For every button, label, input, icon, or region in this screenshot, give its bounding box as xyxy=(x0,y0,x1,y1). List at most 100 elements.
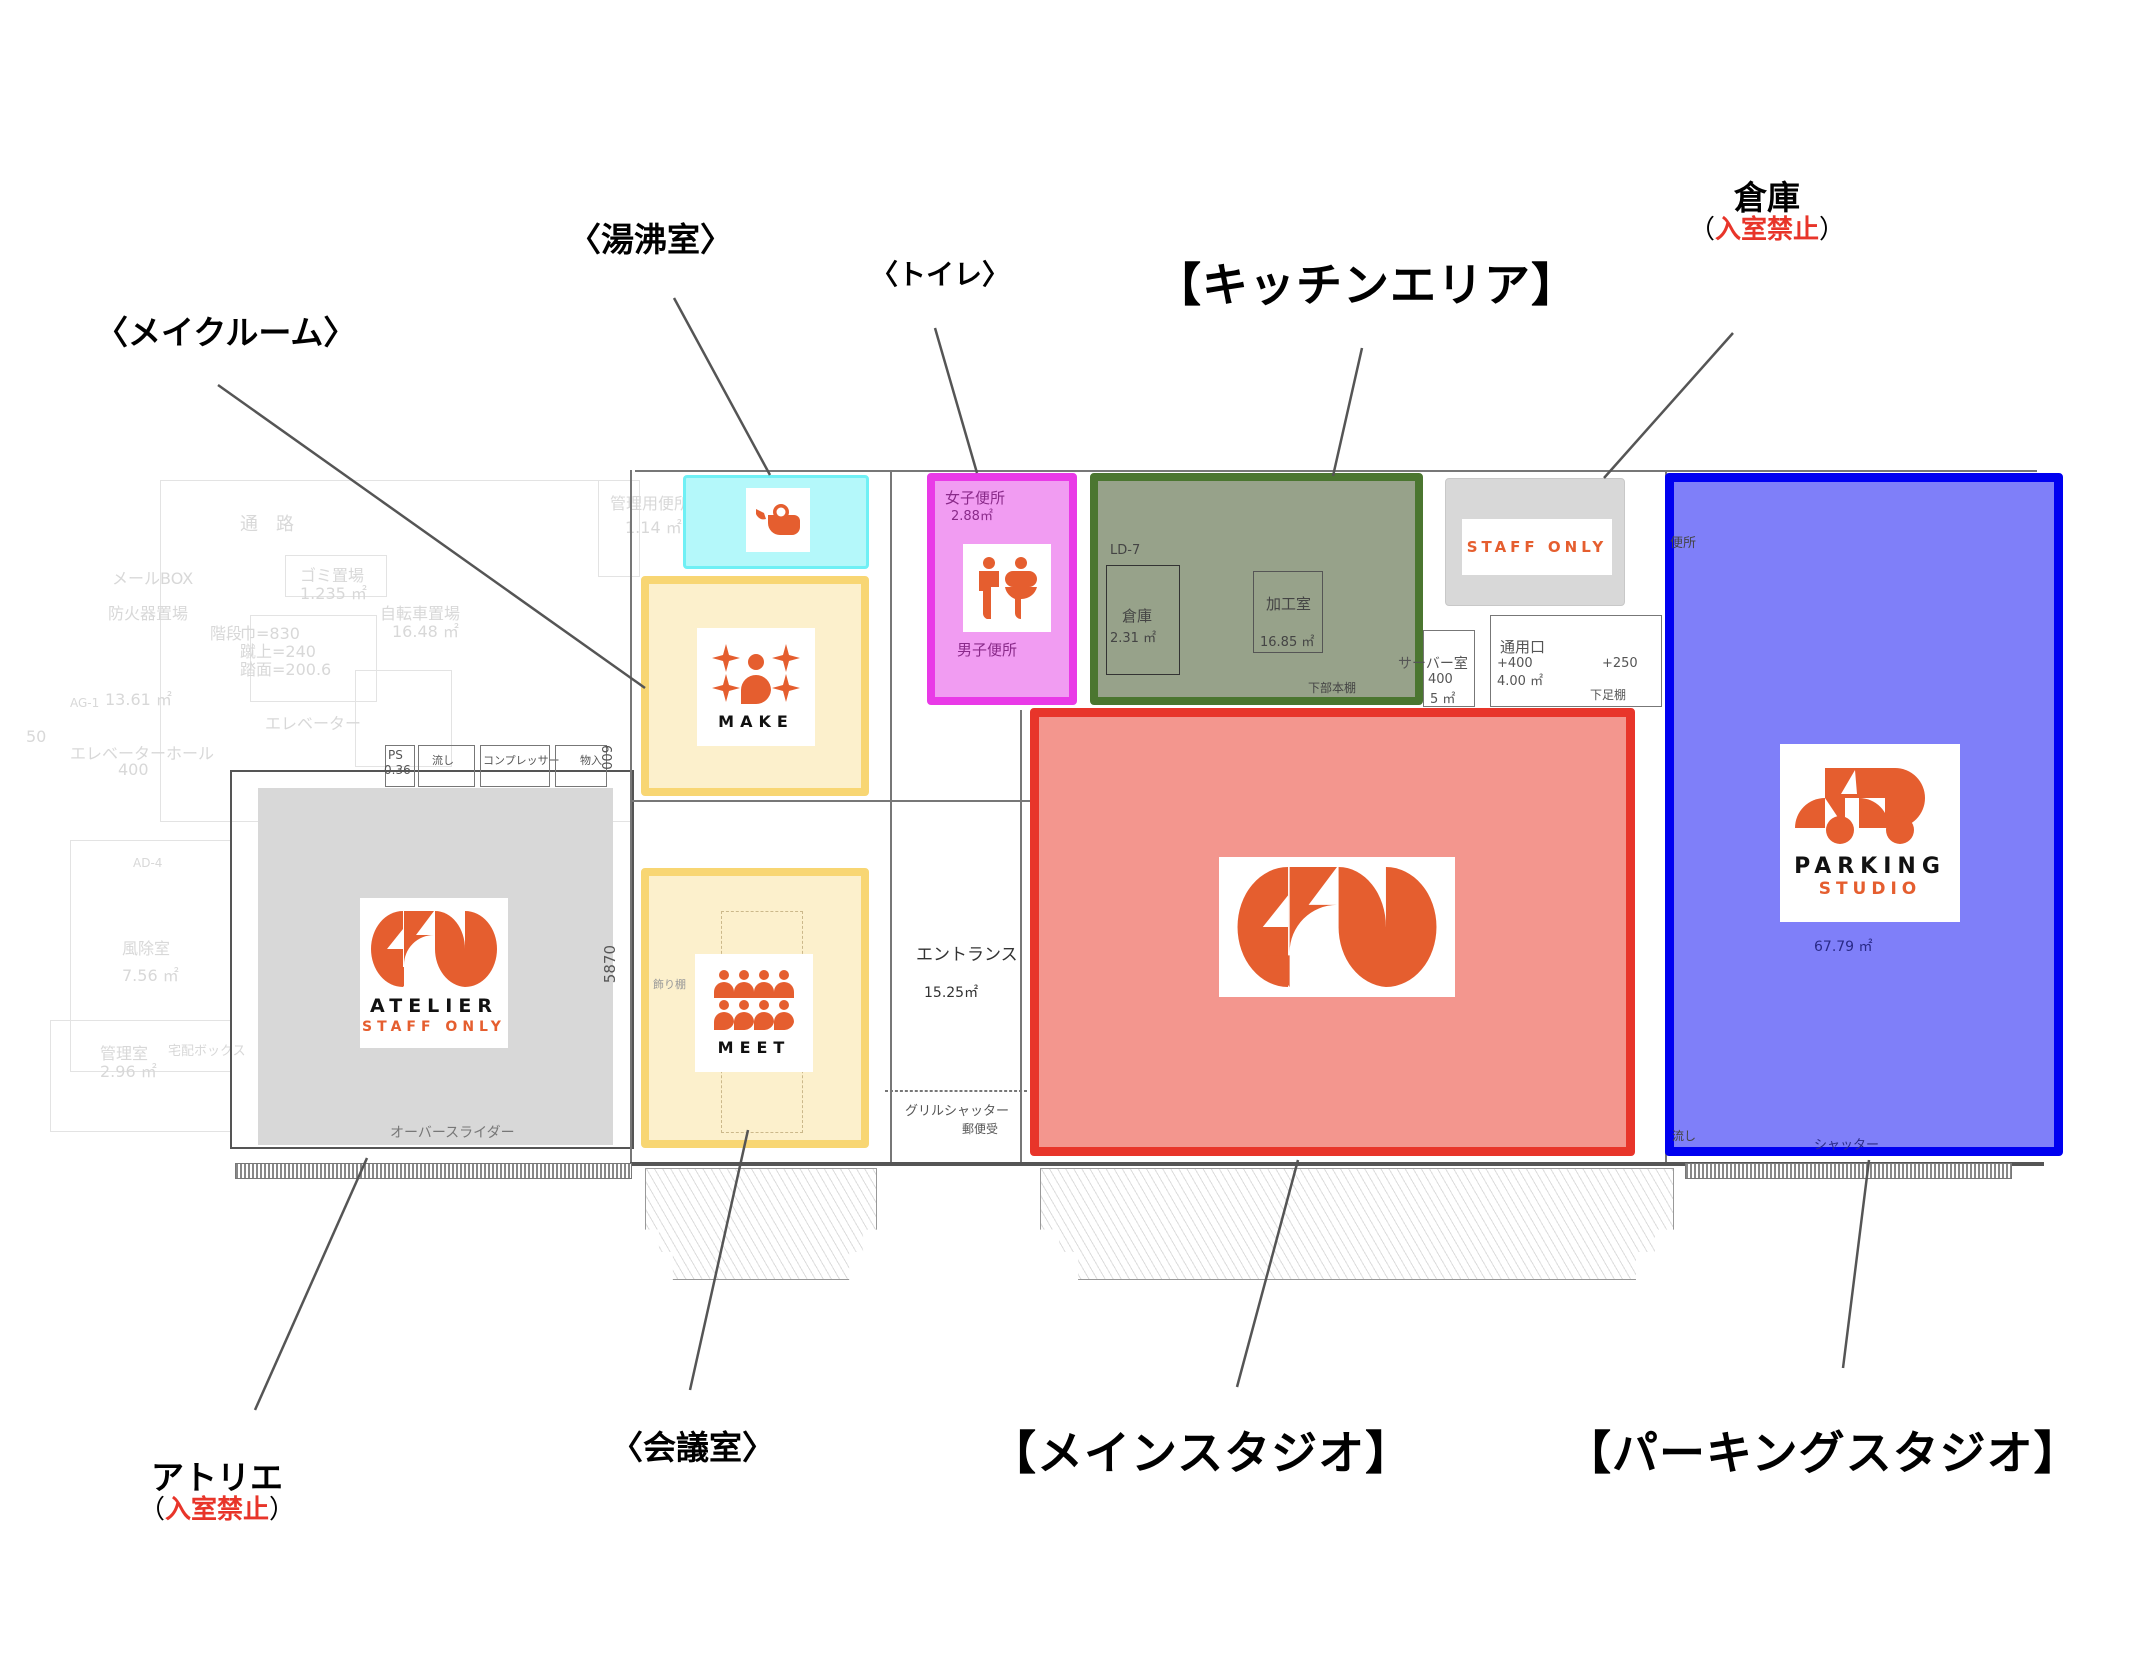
room-tea[interactable] xyxy=(683,475,869,569)
room-kitchen[interactable]: LD-7 倉庫 2.31 ㎡ 加工室 16.85 ㎡ 下部本棚 xyxy=(1090,473,1423,705)
callout-make-room: 〈メイクルーム〉 xyxy=(95,313,357,352)
restroom-card xyxy=(963,544,1051,632)
room-toilet[interactable]: 女子便所 2.88㎡ 男子便所 xyxy=(927,473,1077,705)
callout-atelier-label: アトリエ xyxy=(151,1458,283,1497)
callout-storage: 倉庫 （入室禁止） xyxy=(1672,178,1862,246)
bicycle-area: 16.48 ㎡ xyxy=(392,622,459,641)
atelier-slider-label: オーバースライダー xyxy=(390,1125,515,1141)
elevator-hall-value: 400 xyxy=(118,760,149,779)
kfu-logo-icon xyxy=(371,911,497,987)
bicycle-label: 自転車置場 xyxy=(380,604,461,623)
callout-tea-room: 〈湯沸室〉 xyxy=(568,220,733,259)
parking-card-subtitle: STUDIO xyxy=(1818,878,1922,899)
parking-car-icon xyxy=(1795,767,1925,844)
staff-only-card: STAFF ONLY xyxy=(1462,519,1612,575)
wind-room-label: 風除室 xyxy=(122,939,171,958)
stairs-riser: 蹴上=240 xyxy=(240,642,316,661)
callout-main-studio: 【メインスタジオ】 xyxy=(990,1426,1413,1480)
make-card: MAKE xyxy=(697,628,815,746)
mailbox-label: 郵便受 xyxy=(962,1122,999,1136)
shoe-rack-label: 下足棚 xyxy=(1590,688,1627,702)
side-dimension: 50 xyxy=(26,727,47,746)
ps-value: 0.36 xyxy=(384,763,411,777)
processing-room-label: 加工室 xyxy=(1266,595,1312,613)
main-studio-card xyxy=(1219,857,1455,997)
tea-room-card xyxy=(746,488,810,552)
callout-kitchen-area: 【キッチンエリア】 xyxy=(1155,258,1578,312)
meet-card: MEET xyxy=(695,954,813,1072)
restroom-icon xyxy=(979,557,1037,619)
staff-only-text: STAFF ONLY xyxy=(1466,538,1608,556)
kitchen-shelf-label: 下部本棚 xyxy=(1308,681,1357,695)
callout-parking-studio: 【パーキングスタジオ】 xyxy=(1565,1426,2081,1480)
ag-code: AG-1 xyxy=(70,696,100,710)
kitchen-door-code: LD-7 xyxy=(1110,543,1141,558)
grille-shutter-label: グリルシャッター xyxy=(905,1104,1010,1119)
room-atelier[interactable]: ATELIER STAFF ONLY オーバースライダー xyxy=(258,788,613,1145)
entrance-area: 15.25㎡ xyxy=(924,985,979,1001)
compressor-label: コンプレッサー xyxy=(483,754,560,767)
passage-label: 通 路 xyxy=(240,514,294,535)
service-entrance-label: 通用口 xyxy=(1500,638,1546,656)
delivery-box-label: 宅配ボックス xyxy=(168,1044,246,1059)
kfu-logo-icon xyxy=(1237,867,1437,987)
server-room-label: サーバー室 xyxy=(1398,656,1468,672)
storage-closet-label: 物入 xyxy=(580,754,602,767)
stairs-width: 巾=830 xyxy=(240,624,300,643)
hall-area: 13.61 ㎡ xyxy=(105,690,172,709)
room-make[interactable]: MAKE xyxy=(641,576,869,796)
wind-room-area: 7.56 ㎡ xyxy=(122,966,179,985)
mgmt-room-label: 管理室 xyxy=(100,1044,149,1063)
stairs-label: 階段 xyxy=(210,624,243,643)
callout-meeting-room: 〈会議室〉 xyxy=(610,1428,775,1467)
meet-shelf-label: 飾り棚 xyxy=(653,978,686,991)
person-sparkles-icon xyxy=(712,643,800,704)
atelier-card-title: ATELIER xyxy=(370,995,498,1017)
processing-room-area: 16.85 ㎡ xyxy=(1260,635,1315,650)
callout-atelier-note: （入室禁止） xyxy=(138,1495,296,1526)
room-meet[interactable]: 飾り棚 MEET xyxy=(641,868,869,1148)
parking-studio-area: 67.79 ㎡ xyxy=(1814,939,1873,955)
callout-atelier: アトリエ （入室禁止） xyxy=(112,1458,322,1526)
kitchen-storage-area: 2.31 ㎡ xyxy=(1110,631,1157,646)
mgmt-toilet-area: 1.14 ㎡ xyxy=(625,518,682,537)
parking-shutter-label: シャッター xyxy=(1814,1138,1880,1153)
server-room-value: 400 xyxy=(1428,672,1453,687)
parking-card-title: PARKING xyxy=(1794,853,1946,879)
room-parking-studio[interactable]: 便所 PARKING STUDIO 67.79 ㎡ シャッター 流し xyxy=(1665,473,2063,1156)
atelier-card: ATELIER STAFF ONLY xyxy=(360,898,508,1048)
womens-toilet-label: 女子便所 xyxy=(945,489,1006,507)
stairs-tread: 踏面=200.6 xyxy=(240,660,332,679)
elevator-hall-label: エレベーターホール xyxy=(70,744,215,763)
parking-studio-card: PARKING STUDIO xyxy=(1780,744,1960,922)
service-entrance-step: +250 xyxy=(1602,656,1638,671)
mens-toilet-label: 男子便所 xyxy=(957,641,1018,659)
garbage-label: ゴミ置場 xyxy=(300,566,365,585)
callout-storage-note: （入室禁止） xyxy=(1688,215,1846,246)
mailbox-label: メールBOX xyxy=(112,569,194,588)
mgmt-room-area: 2.96 ㎡ xyxy=(100,1062,157,1081)
parking-sink-label: 流し xyxy=(1672,1129,1697,1143)
ad-code: AD-4 xyxy=(133,856,163,870)
dim-600: 600 xyxy=(598,745,613,770)
callout-toilet: 〈トイレ〉 xyxy=(870,258,1011,291)
kitchen-storage-label: 倉庫 xyxy=(1122,607,1153,625)
entrance-label: エントランス xyxy=(916,945,1018,965)
sink-label: 流し xyxy=(432,754,454,767)
atelier-card-subtitle: STAFF ONLY xyxy=(362,1019,506,1035)
group-people-icon xyxy=(714,969,794,1030)
meet-card-title: MEET xyxy=(717,1037,791,1057)
parking-toilet-label: 便所 xyxy=(1670,536,1697,551)
teapot-icon xyxy=(756,504,800,535)
womens-toilet-area: 2.88㎡ xyxy=(951,509,993,524)
server-room-area: 5 ㎡ xyxy=(1430,692,1456,707)
ps-label: PS xyxy=(388,748,403,762)
fire-equipment-label: 防火器置場 xyxy=(108,604,189,623)
make-card-title: MAKE xyxy=(718,711,794,731)
room-storage[interactable]: STAFF ONLY xyxy=(1445,478,1625,606)
service-entrance-level: +400 xyxy=(1497,656,1533,671)
room-main-studio[interactable] xyxy=(1030,708,1635,1156)
service-entrance-area: 4.00 ㎡ xyxy=(1497,674,1544,689)
callout-storage-label: 倉庫 xyxy=(1734,178,1800,217)
